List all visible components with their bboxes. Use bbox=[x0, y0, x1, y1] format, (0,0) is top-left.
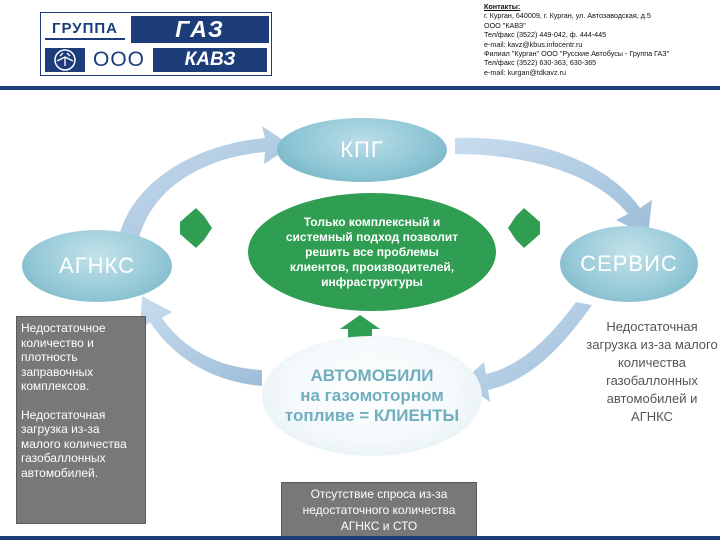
node-auto-clients: АВТОМОБИЛИ на газомоторном топливе = КЛИ… bbox=[262, 336, 482, 456]
contacts-phone: Тел/факс (3522) 449-042, ф. 444-445 bbox=[484, 30, 607, 40]
logo-row-gaz: ГРУППА ГАЗ bbox=[41, 13, 271, 45]
node-agnks-label: АГНКС bbox=[59, 253, 135, 278]
contacts-branch: Филиал "Курган" ООО "Русские Автобусы - … bbox=[484, 49, 670, 59]
node-agnks: АГНКС bbox=[22, 230, 172, 302]
node-auto-line-3: топливе = КЛИЕНТЫ bbox=[284, 406, 460, 425]
contacts-block: Контакты: г. Курган, 640009, г. Курган, … bbox=[484, 2, 718, 77]
contacts-branch-email[interactable]: e-mail: kurgan@tdkavz.ru bbox=[484, 67, 566, 77]
deer-icon bbox=[45, 48, 85, 72]
node-servis-label: СЕРВИС bbox=[580, 251, 678, 276]
problem-servis-load: Недостаточная загрузка из-за малого коли… bbox=[586, 319, 718, 424]
green-arrow-right bbox=[508, 208, 540, 248]
problem-box-clients: Отсутствие спроса из-за недостаточного к… bbox=[281, 482, 477, 538]
cycle-arrow-agnks-to-kpg bbox=[118, 126, 292, 242]
green-arrow-left bbox=[180, 208, 212, 248]
logo-row-kavz: ООО КАВЗ bbox=[41, 45, 271, 75]
logo-kavz-text: КАВЗ bbox=[153, 48, 267, 72]
node-servis: СЕРВИС bbox=[560, 226, 698, 302]
contacts-heading: Контакты: bbox=[484, 2, 521, 11]
node-auto-line-1: АВТОМОБИЛИ bbox=[310, 366, 434, 385]
green-arrow-up bbox=[340, 315, 380, 342]
contacts-email[interactable]: e-mail: kavz@kbus.infocentr.ru bbox=[484, 39, 583, 49]
node-kpg: КПГ bbox=[277, 118, 447, 182]
logo-gruppa-text: ГРУППА bbox=[45, 18, 125, 40]
cycle-arrow-servis-to-auto bbox=[462, 302, 592, 402]
node-auto-label: АВТОМОБИЛИ на газомоторном топливе = КЛИ… bbox=[285, 366, 459, 426]
contacts-branch-phone: Тел/факс (3522) 630-363, 630-365 bbox=[484, 58, 597, 68]
node-center-approach: Только комплексный и системный подход по… bbox=[248, 193, 496, 311]
contacts-company: ООО "КАВЗ" bbox=[484, 20, 526, 30]
node-auto-line-2: на газомоторном bbox=[300, 386, 444, 405]
problem-text-servis: Недостаточная загрузка из-за малого коли… bbox=[584, 318, 720, 426]
header-divider bbox=[0, 86, 720, 90]
cycle-arrow-auto-to-agnks bbox=[140, 296, 262, 386]
problem-box-agnks: Недостаточное количество и плотность зап… bbox=[16, 316, 146, 524]
problem-clients-demand: Отсутствие спроса из-за недостаточного к… bbox=[302, 487, 456, 533]
logo-gaz-text: ГАЗ bbox=[131, 16, 269, 43]
logo-ooo-text: ООО bbox=[93, 48, 146, 71]
company-logo: ГРУППА ГАЗ ООО КАВЗ bbox=[40, 12, 272, 76]
node-center-label: Только комплексный и системный подход по… bbox=[285, 214, 459, 289]
problem-agnks-load: Недостаточная загрузка из-за малого коли… bbox=[21, 407, 127, 480]
contacts-address: г. Курган, 640009, г. Курган, ул. Автоза… bbox=[484, 11, 651, 21]
footer-divider bbox=[0, 536, 720, 540]
problem-agnks-density: Недостаточное количество и плотность зап… bbox=[21, 321, 106, 393]
node-kpg-label: КПГ bbox=[340, 137, 384, 162]
